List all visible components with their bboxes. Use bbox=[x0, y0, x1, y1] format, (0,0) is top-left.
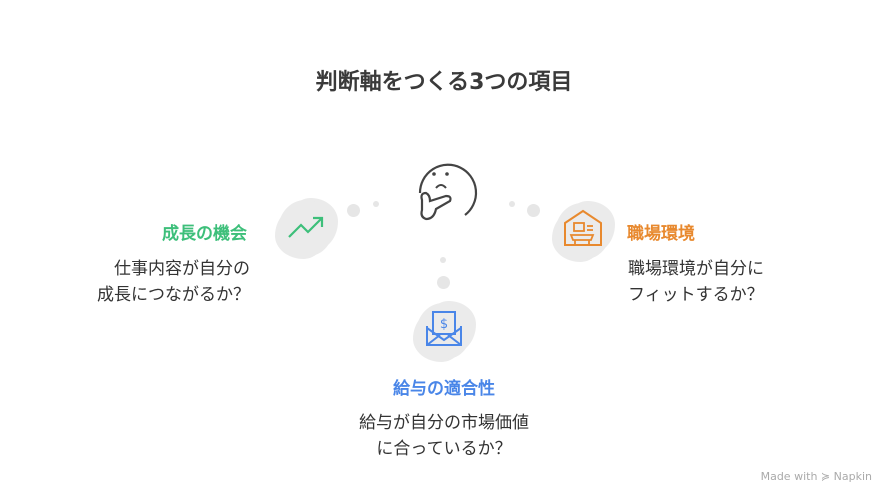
desc-line: 成長につながるか？ bbox=[97, 285, 250, 305]
desc-line: 仕事内容が自分の bbox=[114, 259, 250, 279]
connector-dot bbox=[509, 201, 515, 207]
page-title: 判断軸をつくる3つの項目 bbox=[315, 70, 573, 95]
connector-dot bbox=[347, 204, 360, 217]
napkin-logo-icon: ≽ bbox=[820, 470, 831, 483]
desc-line: 給与が自分の市場価値 bbox=[359, 413, 529, 433]
office-house-icon bbox=[564, 209, 602, 246]
desc-line: に合っているか？ bbox=[376, 439, 512, 459]
item-desc-growth: 仕事内容が自分の 成長につながるか？ bbox=[60, 256, 250, 308]
item-heading-growth: 成長の機会 bbox=[162, 224, 247, 244]
thinking-face-icon bbox=[418, 163, 478, 221]
connector-dot bbox=[437, 276, 450, 289]
connector-dot bbox=[527, 204, 540, 217]
made-with-text: Made with bbox=[760, 470, 818, 483]
trending-up-icon bbox=[288, 216, 324, 238]
item-heading-workplace: 職場環境 bbox=[627, 224, 695, 244]
made-with-napkin[interactable]: Made with ≽ Napkin bbox=[761, 470, 872, 483]
item-desc-salary: 給与が自分の市場価値 に合っているか？ bbox=[0, 410, 888, 462]
icon-cloud bbox=[278, 200, 334, 256]
brand-text: Napkin bbox=[833, 470, 872, 483]
connector-dot bbox=[373, 201, 379, 207]
svg-text:$: $ bbox=[440, 317, 448, 332]
item-desc-workplace: 職場環境が自分に フィットするか？ bbox=[628, 256, 764, 308]
desc-line: 職場環境が自分に bbox=[628, 259, 764, 279]
salary-envelope-icon: $ bbox=[426, 311, 462, 346]
item-heading-salary: 給与の適合性 bbox=[393, 379, 495, 399]
desc-line: フィットするか？ bbox=[628, 285, 764, 305]
connector-dot bbox=[440, 257, 446, 263]
